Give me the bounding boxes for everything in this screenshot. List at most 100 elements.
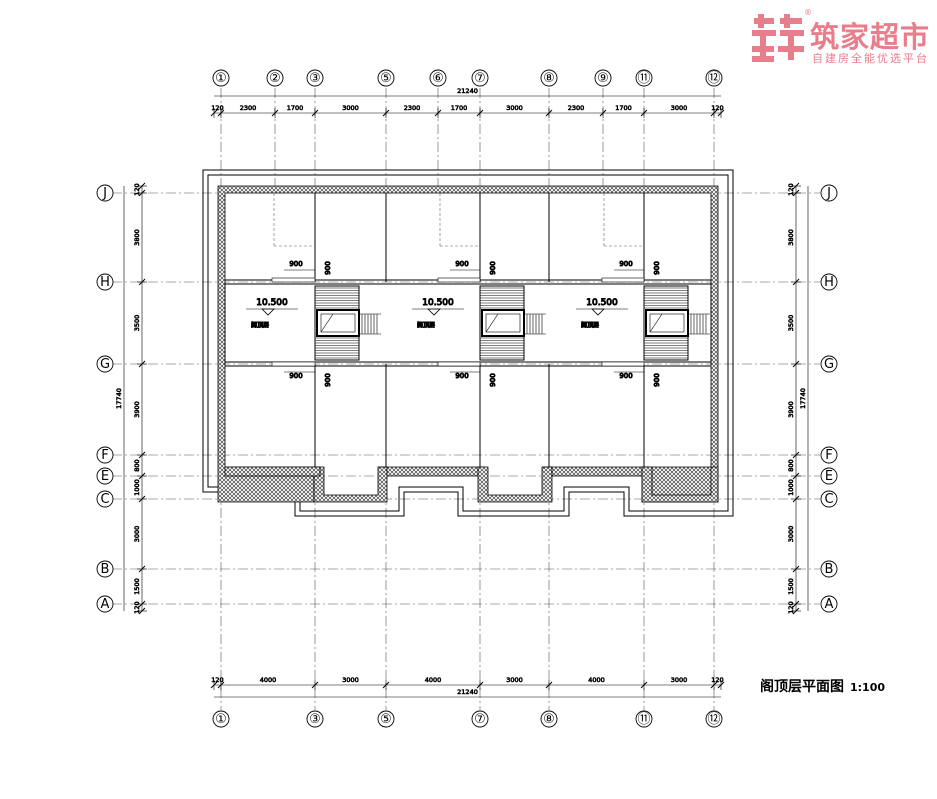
elevation-label: 10.500: [256, 298, 288, 308]
axis-bubble-top: ⑫: [705, 69, 723, 87]
dimension-text: 1000: [133, 479, 141, 496]
dimension-text: 3000: [133, 526, 141, 543]
axis-bubble-left-label: H: [100, 275, 110, 290]
axis-bubble-top-label: ⑪: [637, 71, 650, 86]
dimension-text: 3000: [506, 104, 523, 112]
axis-bubble-left-label: B: [101, 562, 110, 577]
dimension-text: 3500: [133, 315, 141, 332]
dimension-text: 2300: [404, 104, 421, 112]
axis-bubble-bottom-label: ⑫: [707, 712, 720, 727]
stair-2: [479, 285, 546, 361]
stair-3: [643, 285, 710, 361]
axis-bubble-bottom: ③: [306, 710, 324, 728]
axis-bubble-left-label: G: [100, 357, 110, 372]
axis-bubble-top-label: ⑤: [380, 71, 392, 86]
dimension-total: 21240: [457, 87, 478, 95]
axis-bubble-left: F: [96, 446, 114, 464]
opening-dim: 900: [653, 261, 661, 274]
dimension-text: 1500: [787, 578, 795, 595]
dimension-text: 4000: [260, 676, 277, 684]
dimension-text: 120: [711, 676, 723, 684]
axis-bubble-right: A: [820, 595, 838, 613]
dimension-text: 120: [133, 601, 141, 613]
dimension-text: 120: [211, 104, 223, 112]
axis-bubble-right-label: H: [824, 275, 834, 290]
axis-bubble-top: ⑤: [377, 69, 395, 87]
axis-bubble-top-label: ①: [215, 71, 227, 86]
brand-logo: ® 筑家超市 自建房全能优选平台: [752, 8, 934, 66]
dimension-text: 120: [711, 104, 723, 112]
axis-bubble-right: C: [820, 490, 838, 508]
opening-dim: 900: [324, 373, 332, 386]
dimension-text: 1700: [287, 104, 304, 112]
dimension-text: 3000: [787, 526, 795, 543]
axis-bubble-right: E: [820, 467, 838, 485]
axis-bubble-right: H: [820, 273, 838, 291]
axis-bubble-top-label: ⑧: [543, 71, 555, 86]
axis-bubble-left: A: [96, 595, 114, 613]
axis-bubble-right: G: [820, 355, 838, 373]
opening-dim: 900: [455, 372, 468, 380]
axis-bubble-bottom-label: ③: [309, 712, 321, 727]
axis-bubble-top: ③: [306, 69, 324, 87]
stair-blocks: [314, 285, 710, 361]
axis-bubble-top-label: ⑦: [474, 71, 486, 86]
axis-bubble-left: G: [96, 355, 114, 373]
dimension-text: 3000: [342, 676, 359, 684]
axis-bubble-top: ⑪: [635, 69, 653, 87]
axis-bubble-right-label: E: [825, 469, 833, 484]
dimension-text: 120: [787, 601, 795, 613]
dimension-text: 800: [133, 459, 141, 471]
axis-bubble-top-label: ②: [269, 71, 281, 86]
dimension-text: 3500: [787, 315, 795, 332]
axis-bubble-top: ②: [266, 69, 284, 87]
axis-bubble-left-label: C: [100, 492, 109, 507]
axis-bubble-bottom-label: ⑤: [380, 712, 392, 727]
registered-mark: ®: [804, 8, 812, 17]
dimension-text: 3000: [671, 104, 688, 112]
dimension-text: 3800: [133, 229, 141, 246]
dimension-total: 17740: [799, 388, 807, 409]
axis-bubble-top-label: ⑥: [432, 71, 444, 86]
axis-bubble-bottom-label: ⑪: [637, 712, 650, 727]
axis-bubble-bottom-label: ⑧: [543, 712, 555, 727]
opening-dim: 900: [653, 373, 661, 386]
axis-bubble-right: J: [820, 184, 838, 202]
dimension-text: 4000: [588, 676, 605, 684]
axis-bubble-top-label: ⑨: [597, 71, 609, 86]
dimension-text: 1500: [133, 578, 141, 595]
axis-bubble-bottom-label: ①: [215, 712, 227, 727]
axis-bubble-bottom-label: ⑦: [474, 712, 486, 727]
dimension-text: 2300: [568, 104, 585, 112]
dimension-text: 3000: [506, 676, 523, 684]
axis-bubble-top: ⑨: [594, 69, 612, 87]
axis-bubble-bottom: ①: [212, 710, 230, 728]
axis-bubble-top: ⑥: [429, 69, 447, 87]
axis-bubble-left: H: [96, 273, 114, 291]
axis-bubble-right-label: A: [825, 597, 834, 612]
axis-bubble-bottom: ⑤: [377, 710, 395, 728]
axis-bubble-bottom: ⑦: [471, 710, 489, 728]
brand-slogan: 自建房全能优选平台: [812, 52, 929, 65]
parapet-walls: [217, 185, 719, 503]
opening-dim: 900: [489, 373, 497, 386]
axis-bubble-right-label: C: [824, 492, 833, 507]
axis-bubble-left: J: [96, 184, 114, 202]
dimension-text: 3900: [133, 401, 141, 418]
axis-bubble-left-label: J: [102, 186, 107, 201]
stair-1: [314, 285, 381, 361]
opening-dim: 900: [619, 260, 632, 268]
room-label: 阁顶层: [251, 321, 269, 329]
axis-bubble-right-label: B: [825, 562, 834, 577]
axis-bubble-top: ⑦: [471, 69, 489, 87]
axis-bubble-bottom: ⑫: [705, 710, 723, 728]
axis-bubble-right-label: J: [826, 186, 831, 201]
axis-bubble-right: B: [820, 560, 838, 578]
